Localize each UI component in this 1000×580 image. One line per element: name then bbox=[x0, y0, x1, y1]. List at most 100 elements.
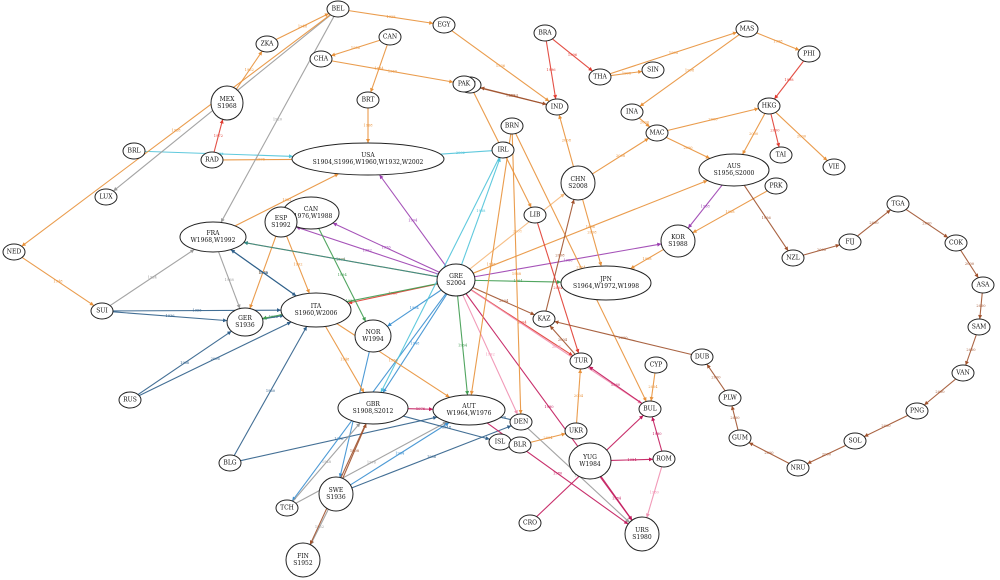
node-den[interactable]: DEN bbox=[509, 413, 533, 431]
node-prk[interactable]: PRK bbox=[764, 177, 788, 195]
edge-hkg-vie bbox=[775, 111, 828, 162]
node-tai[interactable]: TAI bbox=[769, 146, 793, 164]
edge-hkg-tai bbox=[770, 113, 780, 148]
node-sui[interactable]: SUI bbox=[90, 302, 114, 320]
node-phi[interactable]: PHI bbox=[797, 45, 821, 63]
edge-gbr-aut bbox=[407, 408, 434, 410]
node-code: PLW bbox=[723, 395, 738, 402]
node-png[interactable]: PNG bbox=[905, 402, 929, 420]
node-can[interactable]: CAN bbox=[378, 28, 402, 46]
node-bul[interactable]: BUL bbox=[638, 400, 662, 418]
edge-blg-ita bbox=[233, 326, 308, 456]
node-ind[interactable]: IND bbox=[545, 98, 569, 116]
node-dub[interactable]: DUB bbox=[690, 348, 714, 366]
edge-kor-jpn bbox=[630, 248, 664, 270]
node-ina[interactable]: INA bbox=[620, 103, 644, 121]
edge-arrowhead bbox=[360, 388, 365, 393]
edge-label: 1984 bbox=[627, 458, 637, 462]
node-kaz[interactable]: KAZ bbox=[532, 310, 556, 328]
node-sol[interactable]: SOL bbox=[843, 432, 867, 450]
node-hkg[interactable]: HKG bbox=[757, 97, 781, 115]
node-cro[interactable]: CRO bbox=[518, 514, 542, 532]
node-isl[interactable]: ISL bbox=[488, 433, 512, 451]
node-cok[interactable]: COK bbox=[944, 234, 968, 252]
node-rom[interactable]: ROM bbox=[652, 450, 676, 468]
node-brt[interactable]: BRT bbox=[356, 91, 380, 109]
node-ukr[interactable]: UKR bbox=[564, 422, 588, 440]
node-rad[interactable]: RAD bbox=[200, 151, 224, 169]
node-asa[interactable]: ASA bbox=[971, 276, 995, 294]
node-blr[interactable]: BLR bbox=[508, 436, 532, 454]
node-mas[interactable]: MAS bbox=[735, 20, 759, 38]
node-ellipse bbox=[226, 307, 264, 337]
edge-arrowhead bbox=[222, 318, 228, 323]
node-tga[interactable]: TGA bbox=[886, 195, 910, 213]
edge-arrowhead bbox=[554, 320, 559, 325]
node-bel[interactable]: BEL bbox=[326, 0, 350, 18]
node-code: NOR bbox=[366, 329, 381, 336]
edge-arrowhead bbox=[864, 433, 869, 437]
edge-layer: 1928193619481952195619601964196819721976… bbox=[21, 10, 986, 546]
node-code: SOL bbox=[848, 438, 861, 445]
node-irl[interactable]: IRL bbox=[491, 141, 515, 159]
node-code: MAS bbox=[740, 26, 755, 33]
edge-swe-den bbox=[351, 425, 512, 489]
edge-plw-dub bbox=[706, 363, 726, 392]
edge-label: 1984 bbox=[612, 496, 622, 500]
node-nzl[interactable]: NZL bbox=[781, 249, 805, 267]
node-tch[interactable]: TCH bbox=[275, 499, 299, 517]
node-fij[interactable]: FIJ bbox=[838, 233, 862, 251]
edge-label: 2000 bbox=[935, 390, 945, 394]
node-nru[interactable]: NRU bbox=[786, 459, 810, 477]
node-zka[interactable]: ZKA bbox=[255, 35, 279, 53]
node-blg[interactable]: BLG bbox=[218, 454, 242, 472]
node-gum[interactable]: GUM bbox=[728, 429, 752, 447]
node-sin[interactable]: SIN bbox=[641, 61, 665, 79]
node-lib[interactable]: LIB bbox=[523, 206, 547, 224]
node-sam[interactable]: SAM bbox=[967, 318, 991, 336]
edge-ukr-tur bbox=[576, 368, 581, 424]
node-van[interactable]: VAN bbox=[951, 364, 975, 382]
edge-png-sol bbox=[863, 414, 909, 438]
node-lux[interactable]: LUX bbox=[94, 188, 118, 206]
edge-arrowhead bbox=[776, 142, 781, 148]
node-cha[interactable]: CHA bbox=[309, 50, 333, 68]
node-tha[interactable]: THA bbox=[588, 68, 612, 86]
edge-arrowhead bbox=[249, 304, 254, 309]
node-tur[interactable]: TUR bbox=[569, 352, 593, 370]
node-pak[interactable]: PAK bbox=[452, 75, 476, 93]
node-egy[interactable]: EGY bbox=[432, 16, 456, 34]
edge-sui-ger bbox=[112, 311, 228, 322]
node-brn[interactable]: BRN bbox=[500, 117, 524, 135]
edge-arrowhead bbox=[189, 249, 195, 254]
node-cyp[interactable]: CYP bbox=[644, 356, 668, 374]
node-brl[interactable]: BRL bbox=[122, 142, 146, 160]
node-ned[interactable]: NED bbox=[2, 243, 26, 261]
node-mac[interactable]: MAC bbox=[645, 124, 669, 142]
node-plw[interactable]: PLW bbox=[718, 389, 742, 407]
edge-arrowhead bbox=[784, 246, 789, 251]
node-games: S1968 bbox=[217, 103, 237, 110]
node-vie[interactable]: VIE bbox=[822, 158, 846, 176]
node-bra[interactable]: BRA bbox=[533, 24, 557, 42]
edge-arrowhead bbox=[630, 264, 635, 269]
node-rus[interactable]: RUS bbox=[118, 391, 142, 409]
